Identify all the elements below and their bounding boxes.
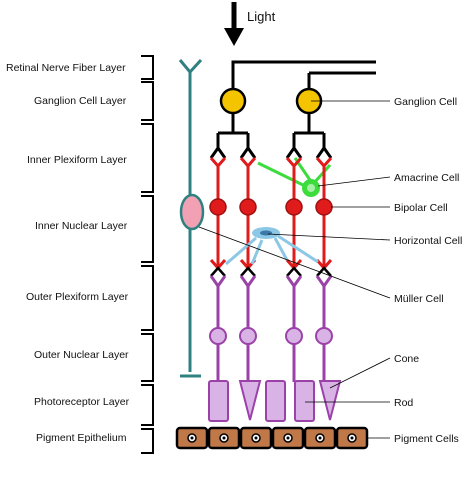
bipolar-cell-4 <box>315 198 333 216</box>
layer-label-nerve-fiber: Retinal Nerve Fiber Layer <box>6 62 126 74</box>
bipolar-cell-1 <box>209 198 227 216</box>
label-ganglion-cell: Ganglion Cell <box>394 96 457 108</box>
ganglion-cells <box>209 87 333 159</box>
layer-label-photoreceptor: Photoreceptor Layer <box>34 396 130 408</box>
cone-1 <box>238 380 262 421</box>
layer-brackets <box>141 55 154 454</box>
bracket-inner-plexiform <box>141 123 154 193</box>
label-amacrine-cell: Amacrine Cell <box>394 172 459 184</box>
label-muller-cell: Müller Cell <box>394 293 444 305</box>
layer-labels: Retinal Nerve Fiber Layer Ganglion Cell … <box>6 62 130 444</box>
bracket-inner-nuclear <box>141 195 154 263</box>
bracket-photoreceptor <box>141 384 154 426</box>
photoreceptors <box>208 266 342 422</box>
bracket-outer-plexiform <box>141 265 154 331</box>
nerve-fibers <box>231 60 376 88</box>
bracket-nerve-fiber <box>141 55 154 80</box>
bracket-pigment-epithelium <box>141 428 154 454</box>
light-arrow <box>224 2 244 46</box>
light-label: Light <box>247 9 276 24</box>
layer-label-inner-nuclear: Inner Nuclear Layer <box>35 220 128 232</box>
label-cone: Cone <box>394 353 419 365</box>
muller-cell <box>178 58 205 378</box>
rod-3 <box>294 380 315 422</box>
label-horizontal-cell: Horizontal Cell <box>394 235 462 247</box>
pigment-cells <box>175 426 369 450</box>
cell-labels: Ganglion Cell Amacrine Cell Bipolar Cell… <box>394 96 462 445</box>
bipolar-cells <box>209 157 333 271</box>
layer-label-ganglion: Ganglion Cell Layer <box>34 95 127 107</box>
layer-label-outer-nuclear: Outer Nuclear Layer <box>34 349 129 361</box>
label-bipolar-cell: Bipolar Cell <box>394 202 448 214</box>
muller-nucleus <box>179 193 205 231</box>
bracket-outer-nuclear <box>141 333 154 382</box>
bipolar-cell-3 <box>285 198 303 216</box>
horizontal-cell <box>225 227 319 266</box>
callout-lines <box>198 100 391 439</box>
bipolar-cell-2 <box>239 198 257 216</box>
label-pigment-cells: Pigment Cells <box>394 433 459 445</box>
label-rod: Rod <box>394 397 413 409</box>
ganglion-cell-left <box>219 87 247 115</box>
bracket-ganglion <box>141 81 154 121</box>
layer-label-inner-plexiform: Inner Plexiform Layer <box>27 154 127 166</box>
cone-2 <box>318 380 342 421</box>
layer-label-pigment-epithelium: Pigment Epithelium <box>36 432 127 444</box>
layer-label-outer-plexiform: Outer Plexiform Layer <box>26 291 129 303</box>
rod-2 <box>265 380 286 422</box>
rod-1 <box>208 380 229 422</box>
